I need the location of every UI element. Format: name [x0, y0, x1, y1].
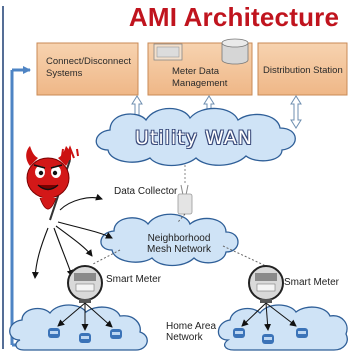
collector-mesh-link — [177, 213, 186, 223]
smart-meter-left-icon — [67, 265, 103, 303]
database-icon — [221, 38, 249, 65]
home-device-icons-right — [233, 328, 308, 344]
attack-arrows — [31, 193, 113, 279]
meter-data-management-label: Meter Data Management — [172, 66, 228, 89]
mesh-left-meter-link — [92, 249, 121, 265]
neighborhood-mesh-label: Neighborhood Mesh Network — [147, 233, 211, 255]
right-han-links — [241, 302, 297, 331]
smart-meter-right-label: Smart Meter — [284, 277, 340, 288]
smart-meter-left-label: Smart Meter — [106, 274, 162, 285]
home-area-network-left-cloud — [9, 304, 148, 351]
distribution-station-box — [257, 42, 348, 96]
home-device-icons-left — [48, 328, 122, 343]
neighborhood-mesh-cloud — [100, 213, 239, 267]
connect-disconnect-box — [36, 42, 139, 96]
data-collector-device — [177, 184, 193, 215]
connect-disconnect-label: Connect/Disconnect Systems — [46, 56, 132, 79]
smart-meter-right-icon — [248, 265, 284, 303]
distribution-station-label: Distribution Station — [263, 65, 343, 76]
devil-attacker-icon — [26, 145, 79, 221]
home-area-network-right-cloud — [217, 304, 348, 351]
diagram-title: AMI Architecture — [128, 2, 340, 32]
data-collector-label: Data Collector — [114, 186, 178, 197]
utility-wan-cloud — [95, 107, 296, 167]
utility-wan-label: Utility WAN — [135, 127, 253, 149]
left-han-links — [57, 302, 113, 331]
home-area-network-label: Home Area Network — [166, 321, 217, 343]
